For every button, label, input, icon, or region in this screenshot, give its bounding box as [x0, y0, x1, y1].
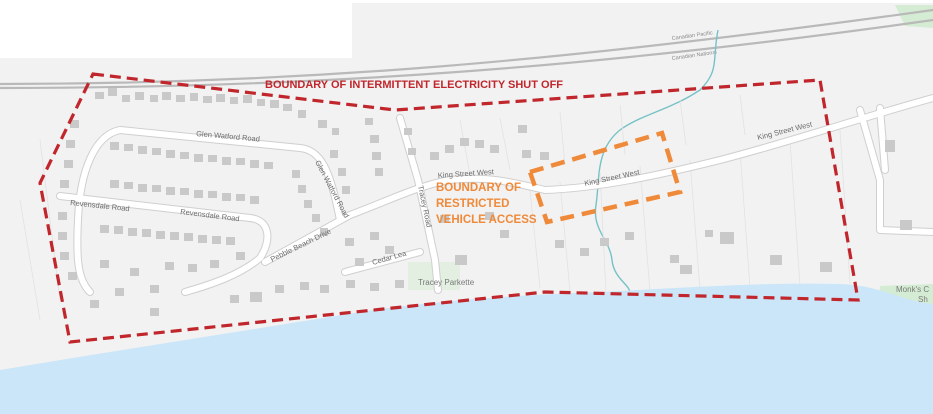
place-label-tracey-parkette: Tracey Parkette: [418, 278, 475, 287]
label-boundary-vehicle-line1: BOUNDARY OF: [436, 182, 521, 194]
railway: [0, 8, 933, 90]
label-boundary-vehicle-line2: RESTRICTED: [436, 198, 509, 210]
creek: [594, 29, 719, 296]
street-label-king-street-west-1: King Street West: [438, 167, 496, 180]
boundary-electricity-shut-off: [38, 72, 860, 344]
railway-label-cp: Canadian Pacific: [671, 30, 713, 42]
boundary-restricted-vehicle-access: [527, 130, 683, 225]
label-boundary-vehicle-line3: VEHICLE ACCESS: [436, 214, 537, 226]
place-label-monks-cove-2: Sh: [918, 295, 928, 304]
road-network: [56, 94, 933, 296]
buildings: [58, 88, 912, 316]
place-label-monks-cove-1: Monk's C: [896, 285, 929, 294]
property-lines: [19, 94, 851, 321]
lake-water: [0, 283, 933, 414]
label-boundary-electricity: BOUNDARY OF INTERMITTENT ELECTRICITY SHU…: [265, 79, 563, 91]
